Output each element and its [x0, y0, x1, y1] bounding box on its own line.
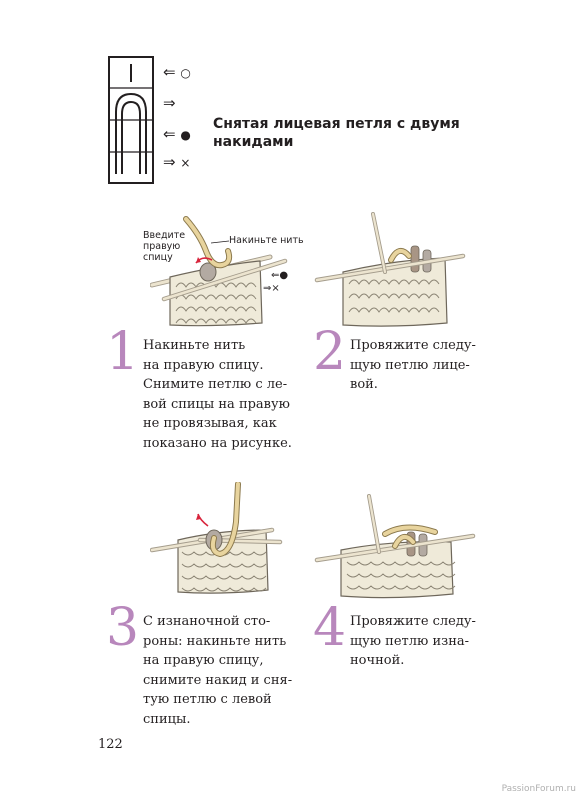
- step-number-4: 4: [313, 598, 347, 658]
- page-title: Снятая лицевая петля с двумя накидами: [213, 116, 460, 150]
- legend-arrow-left-icon: ⇐: [163, 125, 176, 143]
- stitch-chart: [108, 56, 154, 184]
- step-text-2: Провяжите следу- щую петлю лице- вой.: [350, 338, 476, 392]
- legend-row-4: ⇒ ×: [163, 155, 190, 171]
- legend-row-1: ⇐ ○: [163, 65, 191, 81]
- callout-line: [210, 240, 230, 244]
- step-text-3: С изнаночной сто- роны: накиньте нить на…: [143, 614, 293, 727]
- knitting-illustration-1: [150, 216, 288, 327]
- figure1-note-right: Накиньте нить: [229, 235, 304, 246]
- legend-arrow-right-icon: ⇒: [163, 153, 176, 171]
- legend-arrow-left-icon: ⇐: [163, 63, 176, 81]
- knitting-illustration-4: [314, 494, 476, 599]
- step-number-3: 3: [106, 598, 140, 658]
- figure1-marker-bottom: ⇒×: [263, 283, 280, 294]
- figure1-marker-top: ⇐●: [271, 270, 289, 281]
- legend-filled-circle-icon: ●: [180, 128, 191, 142]
- watermark: PassionForum.ru: [501, 784, 576, 794]
- legend-row-2: ⇒: [163, 96, 176, 111]
- legend-row-3: ⇐ ●: [163, 127, 191, 143]
- step-number-2: 2: [313, 322, 347, 382]
- step-text-1: Накиньте нить на правую спицу. Снимите п…: [143, 338, 292, 451]
- legend-open-circle-icon: ○: [180, 66, 191, 80]
- figure1-note-left: Введите правую спицу: [143, 230, 186, 263]
- step-number-1: 1: [106, 322, 140, 382]
- page-number: 122: [98, 737, 123, 752]
- legend-cross-icon: ×: [180, 156, 191, 170]
- step-text-4: Провяжите следу- щую петлю изна- ночной.: [350, 614, 476, 668]
- knitting-illustration-2: [314, 212, 466, 327]
- knitting-illustration-3: [150, 482, 283, 594]
- legend-arrow-right-icon: ⇒: [163, 94, 176, 112]
